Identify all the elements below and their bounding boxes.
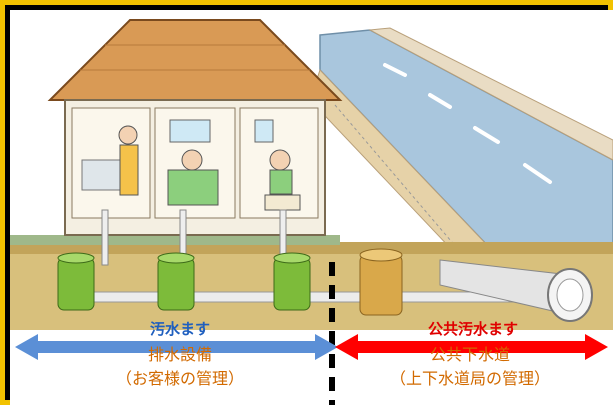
sewer-main-pipe (439, 259, 593, 322)
private-masu-label: 汚水ます (149, 320, 210, 338)
public-masu-label: 公共汚水ます (427, 320, 518, 338)
road (309, 27, 613, 291)
illustration (10, 10, 613, 405)
private-masu (57, 252, 311, 311)
house (47, 19, 343, 236)
customer-managed-note: （お客様の管理） (115, 369, 244, 388)
public-masu (359, 248, 403, 316)
left-arrow (15, 334, 338, 360)
bureau-managed-note: （上下水道局の管理） (389, 369, 550, 388)
drainage-equipment-label: 排水設備 (147, 345, 212, 364)
diagram-canvas: 汚水ます 公共汚水ます 排水設備 （お客様の管理） 公共下水道 （上下水道局の管… (10, 10, 613, 405)
public-sewer-label: 公共下水道 (429, 345, 510, 364)
right-arrow (335, 334, 608, 360)
